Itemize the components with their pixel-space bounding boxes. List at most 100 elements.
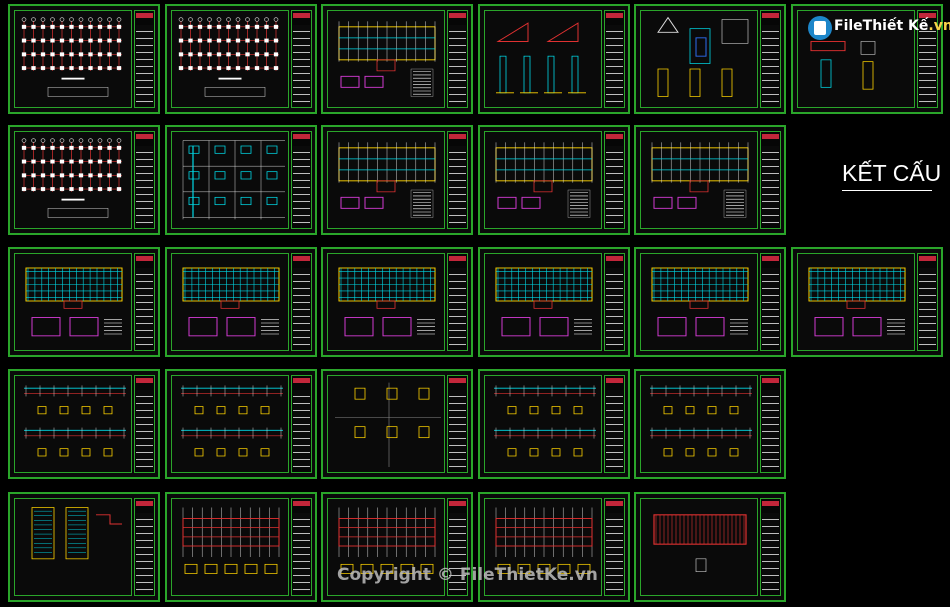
title-block: [604, 375, 625, 473]
drawing-sheet[interactable]: [478, 4, 630, 114]
sheet-border: [640, 10, 758, 108]
sheet-border: [484, 10, 602, 108]
title-block: [447, 131, 468, 229]
title-block: [604, 10, 625, 108]
drawing-sheet[interactable]: [8, 247, 160, 357]
sheet-drawing: [801, 14, 911, 102]
sheet-drawing: [488, 14, 598, 102]
sheet-drawing: [644, 135, 754, 223]
title-block: [447, 10, 468, 108]
logo-icon: [808, 16, 832, 40]
sheet-drawing: [331, 14, 441, 102]
drawing-sheet[interactable]: [8, 125, 160, 235]
sheet-border: [14, 253, 132, 351]
sheet-border: [327, 131, 445, 229]
sheet-border: [14, 131, 132, 229]
sheet-drawing: [331, 379, 441, 467]
sheet-drawing: [488, 257, 598, 345]
logo-suffix: .vn: [928, 18, 950, 34]
sheet-border: [171, 375, 289, 473]
sheet-border: [797, 10, 915, 108]
sheet-drawing: [644, 379, 754, 467]
drawing-sheet[interactable]: [321, 369, 473, 479]
sheet-drawing: [644, 502, 754, 590]
sheet-drawing: [644, 14, 754, 102]
sheet-drawing: [18, 135, 128, 223]
sheet-border: [171, 10, 289, 108]
drawing-sheet[interactable]: [8, 369, 160, 479]
drawing-sheet[interactable]: [634, 125, 786, 235]
title-block: [134, 131, 155, 229]
sheet-border: [171, 253, 289, 351]
drawing-sheet[interactable]: [478, 247, 630, 357]
title-block: [134, 375, 155, 473]
sheet-border: [327, 498, 445, 596]
sheet-drawing: [18, 257, 128, 345]
drawing-sheet[interactable]: [791, 247, 943, 357]
sheet-border: [640, 131, 758, 229]
sheet-border: [484, 375, 602, 473]
sheet-drawing: [488, 135, 598, 223]
title-block: [291, 253, 312, 351]
drawing-sheet[interactable]: [478, 125, 630, 235]
drawing-sheet[interactable]: [8, 492, 160, 602]
sheet-border: [14, 375, 132, 473]
sheet-drawing: [18, 379, 128, 467]
sheet-border: [640, 253, 758, 351]
title-block: [760, 10, 781, 108]
drawing-sheet[interactable]: [478, 492, 630, 602]
title-block: [760, 131, 781, 229]
title-block: [604, 253, 625, 351]
title-underline: [842, 190, 932, 191]
drawing-sheet[interactable]: [634, 492, 786, 602]
title-block: [760, 498, 781, 596]
title-block: [760, 253, 781, 351]
drawing-sheet[interactable]: [321, 247, 473, 357]
sheet-border: [797, 253, 915, 351]
sheet-border: [327, 10, 445, 108]
drawing-sheet[interactable]: [8, 4, 160, 114]
drawing-sheet[interactable]: [634, 4, 786, 114]
title-block: [447, 253, 468, 351]
copyright-watermark: Copyright © FileThietKe.vn: [337, 565, 598, 585]
title-block: [447, 375, 468, 473]
drawing-sheet[interactable]: [165, 247, 317, 357]
logo-text: FileThiết Kế: [834, 18, 929, 34]
drawing-sheet[interactable]: [321, 4, 473, 114]
drawing-sheet[interactable]: [165, 369, 317, 479]
drawing-sheet[interactable]: [634, 369, 786, 479]
title-block: [291, 375, 312, 473]
sheet-border: [14, 10, 132, 108]
sheet-drawing: [18, 14, 128, 102]
sheet-border: [171, 498, 289, 596]
sheet-drawing: [801, 257, 911, 345]
sheet-drawing: [488, 502, 598, 590]
title-block: [134, 253, 155, 351]
title-block: [447, 498, 468, 596]
title-block: [134, 10, 155, 108]
sheet-drawing: [644, 257, 754, 345]
sheet-border: [484, 131, 602, 229]
sheet-drawing: [175, 502, 285, 590]
sheet-drawing: [331, 135, 441, 223]
sheet-drawing: [488, 379, 598, 467]
drawing-sheet[interactable]: [321, 125, 473, 235]
sheet-border: [171, 131, 289, 229]
drawing-sheet[interactable]: [321, 492, 473, 602]
sheet-border: [327, 253, 445, 351]
title-block: [291, 10, 312, 108]
title-block: [917, 253, 938, 351]
sheet-drawing: [331, 257, 441, 345]
drawing-sheet[interactable]: [165, 125, 317, 235]
drawing-sheet[interactable]: [165, 492, 317, 602]
title-block: [760, 375, 781, 473]
drawing-sheet[interactable]: [478, 369, 630, 479]
sheet-drawing: [175, 379, 285, 467]
sheet-drawing: [18, 502, 128, 590]
sheet-border: [640, 498, 758, 596]
filethietke-logo: FileThiết Kế.vn: [808, 16, 950, 40]
title-block: [291, 131, 312, 229]
sheet-border: [327, 375, 445, 473]
drawing-sheet[interactable]: [165, 4, 317, 114]
drawing-sheet[interactable]: [634, 247, 786, 357]
